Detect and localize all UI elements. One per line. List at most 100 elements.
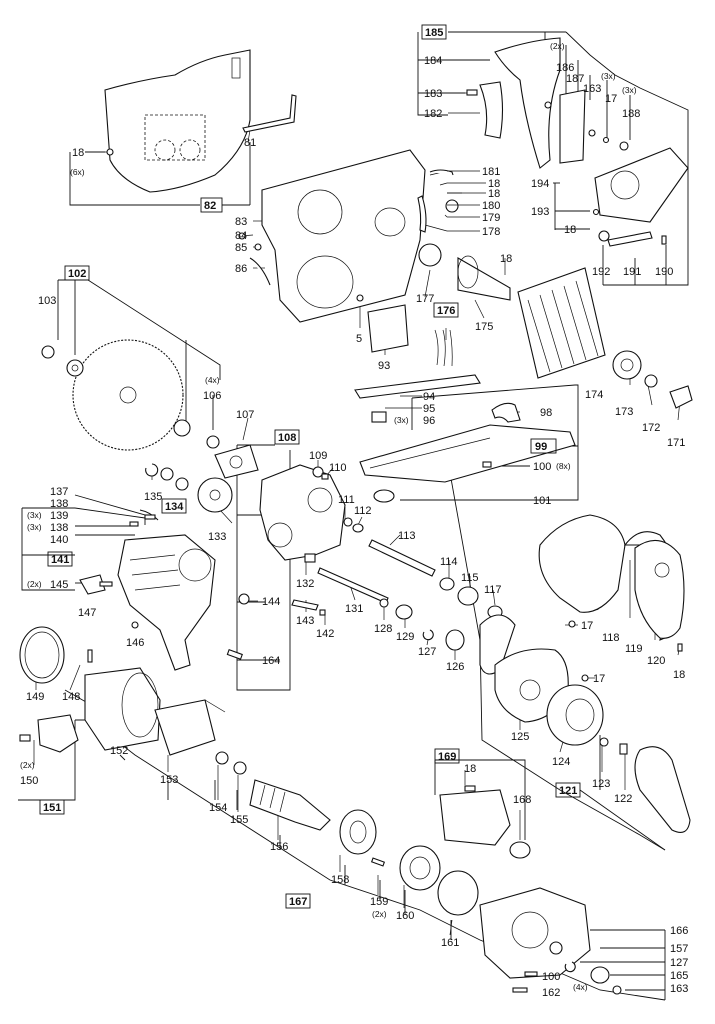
part-154-bearing: [215, 751, 229, 765]
label-18-b: 18: [488, 178, 500, 190]
part-173-washer: [612, 350, 642, 380]
part-98-elbow: [491, 402, 521, 423]
part-122-bolt: [619, 743, 628, 755]
part-103-bolt: [41, 345, 55, 359]
part-18-screw-e: [677, 643, 683, 652]
label-100-a: 100: [533, 461, 551, 473]
label-99: 99: [535, 441, 547, 453]
label-129: 129: [396, 631, 414, 643]
part-5-screw: [356, 294, 364, 302]
part-17-screw-b: [568, 620, 576, 628]
note-17: (3x): [601, 71, 616, 81]
label-163-b: 163: [670, 983, 688, 995]
label-144: 144: [262, 596, 280, 608]
note-145: (2x): [27, 579, 42, 589]
part-113-shaft: [368, 539, 436, 577]
label-188: 188: [622, 108, 640, 120]
part-165-gear: [590, 966, 610, 984]
label-18-e: 18: [673, 669, 685, 681]
part-108-gear-housing: [259, 464, 346, 561]
part-156-armature: [249, 779, 331, 831]
label-111: 111: [338, 494, 355, 506]
label-160: 160: [396, 910, 414, 922]
part-134-washer-b: [175, 477, 189, 491]
part-146-screw: [131, 621, 139, 629]
label-98: 98: [540, 407, 552, 419]
label-103: 103: [38, 295, 56, 307]
label-146: 146: [126, 637, 144, 649]
label-184: 184: [424, 55, 442, 67]
label-178: 178: [482, 226, 500, 238]
part-127-circlip-b: [564, 961, 576, 973]
label-94: 94: [423, 391, 435, 403]
label-131: 131: [345, 603, 363, 615]
part-112-bearing: [352, 523, 364, 533]
label-147: 147: [78, 607, 96, 619]
label-181: 181: [482, 166, 500, 178]
part-84-screw: [238, 232, 246, 240]
label-108: 108: [278, 432, 296, 444]
part-177-seal: [418, 243, 442, 267]
part-163-nut-b: [612, 985, 622, 995]
label-159: 159: [370, 896, 388, 908]
part-144-knob: [238, 593, 250, 605]
part-17-screw-c: [581, 674, 589, 682]
label-187: 187: [566, 73, 584, 85]
label-114: 114: [440, 556, 458, 568]
label-109: 109: [309, 450, 327, 462]
part-164-pin: [226, 649, 243, 660]
label-171: 171: [667, 437, 685, 449]
label-145: 145: [50, 579, 68, 591]
label-118: 118: [602, 632, 620, 644]
part-140-screw: [129, 521, 139, 527]
part-171-knob: [669, 385, 693, 409]
label-86: 86: [235, 263, 247, 275]
part-123-washer: [599, 737, 609, 747]
part-83-main-housing: [261, 149, 426, 323]
label-95: 95: [423, 403, 435, 415]
part-18-screw-f: [464, 785, 476, 792]
part-152-motor-housing: [84, 667, 161, 751]
label-185: 185: [425, 27, 443, 39]
label-123: 123: [592, 778, 610, 790]
part-flange-washer: [66, 359, 84, 377]
part-86-spring: [249, 257, 271, 286]
part-143-lever: [291, 599, 319, 611]
note-18-a: (6x): [70, 167, 85, 177]
note-100-a: (8x): [556, 461, 571, 471]
label-142: 142: [316, 628, 334, 640]
note-186: (2x): [550, 41, 565, 51]
label-162: 162: [542, 987, 560, 999]
label-151: 151: [43, 802, 61, 814]
part-85-washer: [254, 243, 262, 251]
part-193-pin: [592, 208, 600, 216]
label-107: 107: [236, 409, 254, 421]
note-139: (3x): [27, 510, 42, 520]
part-133-disc: [197, 477, 233, 513]
part-93-switch-plate: [367, 304, 409, 353]
label-83: 83: [235, 216, 247, 228]
label-113: 113: [398, 530, 416, 542]
part-127-circlip: [422, 629, 434, 641]
part-94-gasket-frame: [354, 374, 481, 399]
label-155: 155: [230, 814, 248, 826]
label-119: 119: [625, 643, 643, 655]
label-163: 163: [583, 83, 601, 95]
label-18-d: 18: [500, 253, 512, 265]
part-151-brush-holder: [37, 714, 79, 753]
part-124-pulley: [546, 684, 604, 746]
label-143: 143: [296, 615, 314, 627]
label-18-h: 18: [564, 224, 576, 236]
part-172-washer: [644, 374, 658, 388]
label-172: 172: [642, 422, 660, 434]
note-163-b: (4x): [573, 982, 588, 992]
note-96: (3x): [394, 415, 409, 425]
part-131-shaft: [317, 567, 389, 604]
part-183-screw: [466, 89, 478, 96]
part-182-guard-segment: [479, 81, 504, 139]
label-102: 102: [68, 268, 86, 280]
part-149-ring: [19, 626, 65, 684]
note-138-b: (3x): [27, 522, 42, 532]
part-190-screw: [661, 235, 667, 245]
